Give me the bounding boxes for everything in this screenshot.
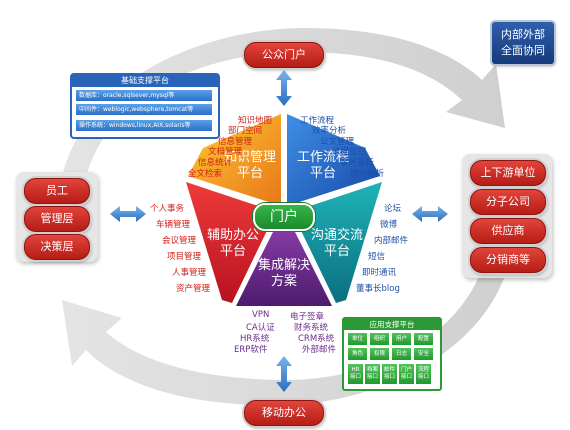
assist-item[interactable]: 项目管理 (167, 252, 202, 262)
comm-item[interactable]: 内部邮件 (374, 236, 409, 246)
app-cell[interactable]: 角色 (348, 348, 367, 360)
top-swoosh-arrow (60, 27, 505, 185)
infra-title: 基础支撑平台 (72, 75, 218, 87)
public-portal-button[interactable]: 公众门户 (244, 42, 324, 68)
badge-line-2: 全面协同 (501, 44, 545, 57)
assist-label-1: 辅助办公 (206, 228, 259, 243)
app-cell[interactable]: 权限 (370, 348, 389, 360)
integrate-item[interactable]: CRM系统 (298, 334, 335, 344)
app-cell[interactable]: 档案 接口 (365, 364, 380, 384)
app-cell[interactable]: 流程 接口 (416, 364, 431, 384)
knowledge-label: 知识管理 平台 (215, 150, 285, 182)
integrate-label-2: 方案 (270, 274, 297, 289)
knowledge-item[interactable]: 信息管理 (218, 137, 253, 147)
collab-badge: 内部外部 全面协同 (492, 22, 554, 64)
comm-item[interactable]: 短信 (368, 252, 386, 262)
assist-item[interactable]: 个人事务 (150, 204, 185, 214)
app-cell[interactable]: 单位 (348, 333, 367, 345)
workflow-item[interactable]: 工作流程 (300, 116, 335, 126)
workflow-item[interactable]: 事务委托 (340, 158, 375, 168)
workflow-item[interactable]: 公文管理 (320, 137, 355, 147)
right-pill-supplier[interactable]: 供应商 (470, 218, 546, 244)
app-cell[interactable]: 邮件 接口 (382, 364, 397, 384)
workflow-item[interactable]: 流程监控 (332, 147, 367, 157)
integrate-item[interactable]: ERP软件 (234, 345, 268, 355)
knowledge-item[interactable]: 知识地图 (238, 116, 273, 126)
app-cell[interactable]: 用户 (392, 333, 411, 345)
comm-item[interactable]: 微博 (380, 220, 398, 230)
knowledge-label-1: 知识管理 (223, 150, 276, 165)
badge-line-1: 内部外部 (501, 28, 545, 41)
comm-label: 沟通交流 平台 (302, 228, 372, 260)
right-pill-upstream[interactable]: 上下游单位 (470, 160, 546, 186)
app-cell[interactable]: 组织 (370, 333, 389, 345)
comm-label-1: 沟通交流 (310, 228, 363, 243)
app-platform-box: 应用支撑平台 单位 组织 用户 配置 角色 权限 日志 安全 HR 接口 档案 … (342, 317, 442, 391)
app-cell[interactable]: 日志 (392, 348, 411, 360)
workflow-label-2: 平台 (309, 166, 336, 181)
infra-row-database: 数据库：oracle,sqlsever,mysql等 (76, 90, 212, 101)
right-pill-subsidiary[interactable]: 分子公司 (470, 189, 546, 215)
app-cell[interactable]: HR 接口 (348, 364, 363, 384)
infra-platform-box: 基础支撑平台 数据库：oracle,sqlsever,mysql等 中间件：we… (70, 73, 220, 139)
assist-item[interactable]: 资产管理 (176, 284, 211, 294)
knowledge-item[interactable]: 信息统计 (198, 158, 233, 168)
workflow-item[interactable]: 统计分析 (350, 169, 385, 179)
workflow-label-1: 工作流程 (296, 150, 349, 165)
workflow-segment (287, 114, 380, 206)
comm-item[interactable]: 论坛 (384, 204, 402, 214)
app-cell[interactable]: 配置 (414, 333, 433, 345)
integrate-item[interactable]: 电子签章 (290, 312, 325, 322)
knowledge-label-2: 平台 (236, 166, 263, 181)
integrate-item[interactable]: 外部邮件 (302, 345, 337, 355)
assist-item[interactable]: 人事管理 (172, 268, 207, 278)
comm-item[interactable]: 董事长blog (356, 284, 400, 294)
assist-item[interactable]: 车辆管理 (156, 220, 191, 230)
knowledge-item[interactable]: 部门空间 (228, 126, 263, 136)
integrate-item[interactable]: VPN (252, 310, 270, 320)
app-cell[interactable]: 门户 接口 (399, 364, 414, 384)
knowledge-item[interactable]: 文档管理 (208, 147, 243, 157)
assist-label: 辅助办公 平台 (198, 228, 268, 260)
arrow-bottom (276, 356, 292, 392)
left-pill-employee[interactable]: 员工 (24, 178, 90, 204)
mobile-office-button[interactable]: 移动办公 (244, 400, 324, 426)
infra-row-middleware: 中间件：weblogic,websphere,tomcat等 (76, 104, 212, 115)
integrate-label-1: 集成解决 (257, 258, 310, 273)
infra-row-os: 操作系统：windows,linux,AIX,solaris等 (76, 120, 212, 131)
right-pill-distributor[interactable]: 分销商等 (470, 247, 546, 273)
integrate-segment (236, 218, 332, 306)
integrate-item[interactable]: 财务系统 (294, 323, 329, 333)
left-pill-management[interactable]: 管理层 (24, 206, 90, 232)
integrate-label: 集成解决 方案 (249, 258, 319, 290)
workflow-label: 工作流程 平台 (288, 150, 358, 182)
portal-button[interactable]: 门户 (253, 203, 315, 231)
assist-label-2: 平台 (219, 244, 246, 259)
left-pill-decision[interactable]: 决策层 (24, 234, 90, 260)
app-cell[interactable]: 安全 (414, 348, 433, 360)
knowledge-segment (188, 114, 281, 206)
integrate-item[interactable]: CA认证 (246, 323, 275, 333)
integrate-item[interactable]: HR系统 (240, 334, 270, 344)
app-title: 应用支撑平台 (344, 319, 440, 330)
arrow-left (110, 206, 146, 222)
knowledge-item[interactable]: 全文检索 (188, 169, 223, 179)
comm-label-2: 平台 (323, 244, 350, 259)
arrow-right (412, 206, 448, 222)
arrow-top (276, 70, 292, 106)
workflow-item[interactable]: 效率分析 (312, 126, 347, 136)
comm-item[interactable]: 即时通讯 (362, 268, 397, 278)
assist-item[interactable]: 会议管理 (162, 236, 197, 246)
